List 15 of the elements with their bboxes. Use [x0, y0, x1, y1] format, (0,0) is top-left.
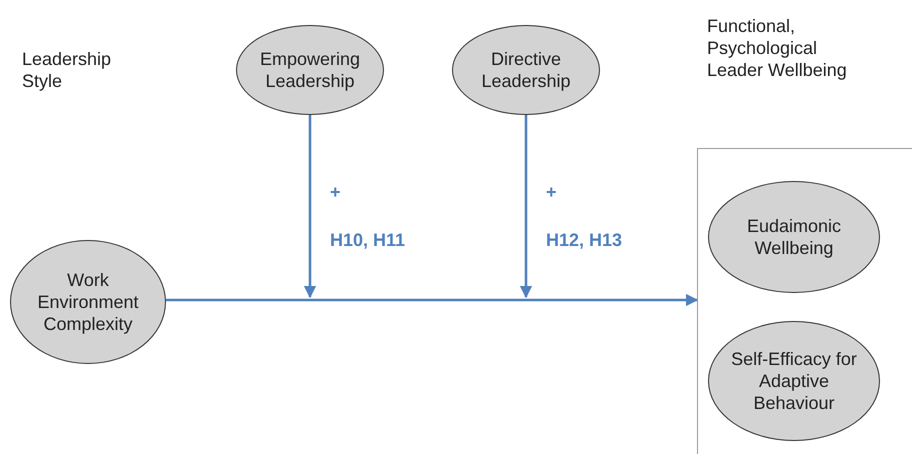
construct-label: Eudaimonic Wellbeing	[746, 215, 842, 259]
heading-label: Functional, Psychological Leader Wellbeing	[707, 15, 848, 81]
arrow	[520, 115, 532, 298]
sign-label: +	[546, 182, 558, 203]
construct-label: Directive Leadership	[480, 48, 572, 92]
arrow	[166, 294, 698, 306]
construct-label: Empowering Leadership	[258, 48, 362, 92]
outcome-frame	[697, 148, 912, 454]
arrow	[304, 115, 316, 298]
heading-label: Leadership Style	[22, 48, 112, 92]
sign-label: +	[330, 182, 342, 203]
construct-label: Self-Efficacy for Adaptive Behaviour	[730, 348, 858, 414]
construct-label: Work Environment Complexity	[36, 269, 140, 335]
edge-label: H10, H11	[330, 230, 406, 251]
edge-label: H12, H13	[546, 230, 622, 251]
